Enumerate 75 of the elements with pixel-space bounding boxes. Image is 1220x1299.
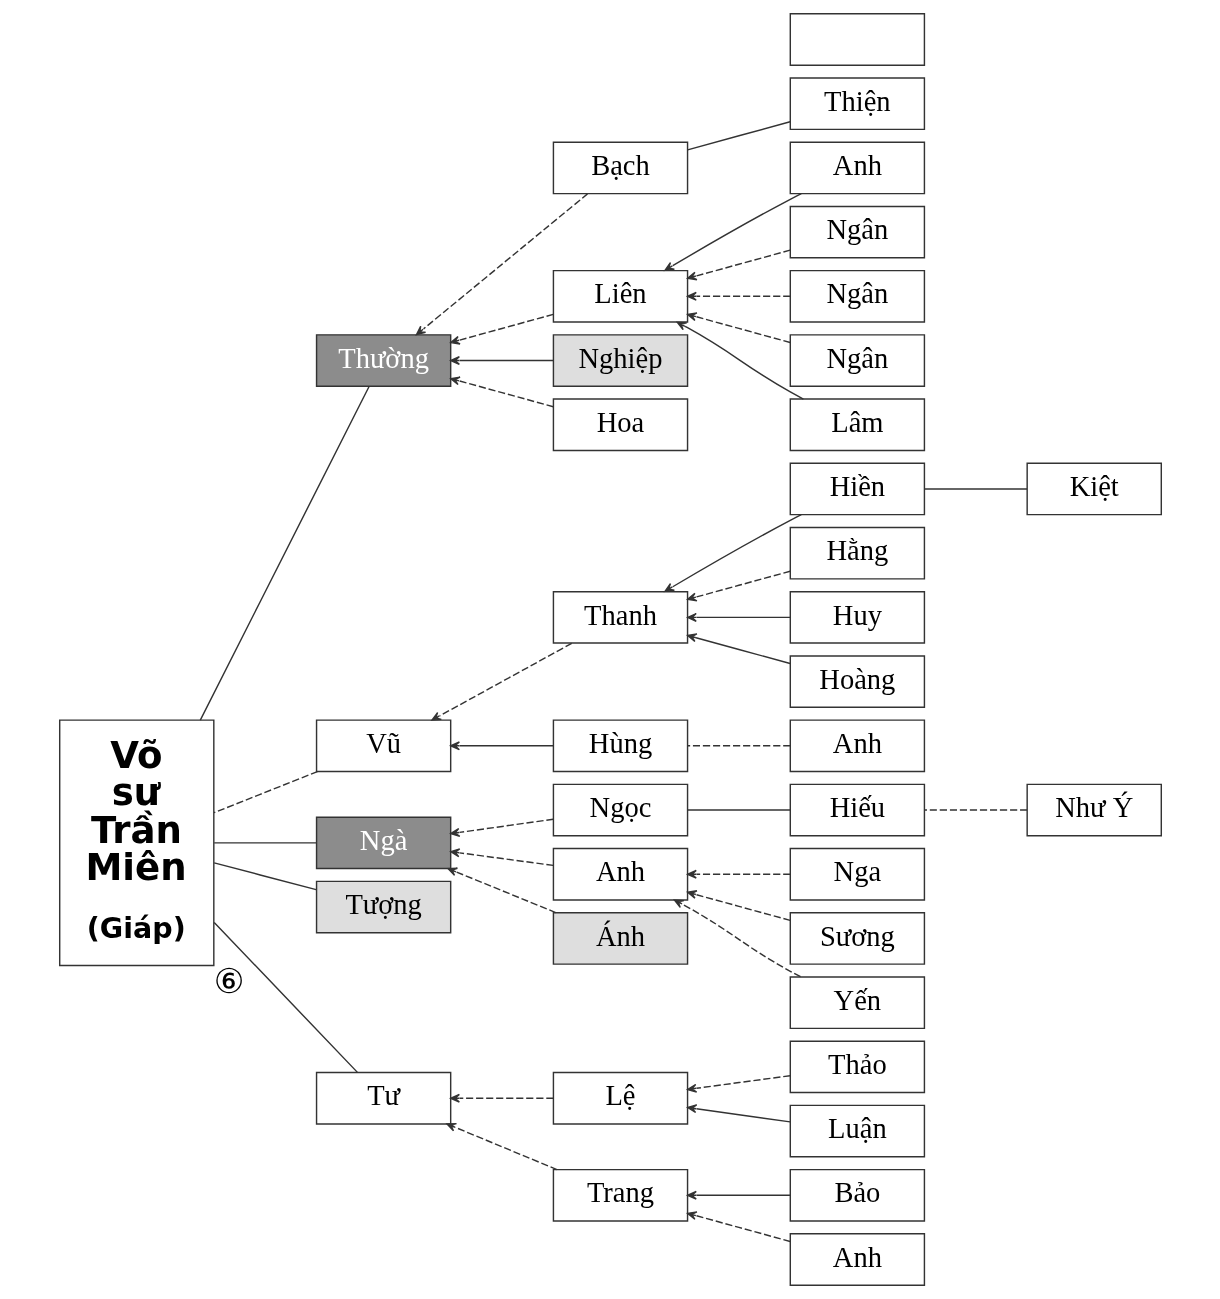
arrow bbox=[663, 192, 802, 271]
arrow bbox=[449, 1093, 554, 1103]
arrow bbox=[676, 321, 804, 400]
arrow bbox=[415, 193, 588, 336]
node-box: Vũ bbox=[315, 719, 451, 773]
node-box: Hiền bbox=[789, 462, 925, 516]
connector bbox=[199, 385, 370, 721]
arrow bbox=[686, 249, 791, 281]
arrow bbox=[686, 1104, 791, 1123]
node-box: Ánh bbox=[552, 912, 688, 965]
node-box: Lâm bbox=[789, 398, 925, 452]
arrow bbox=[449, 818, 554, 837]
node-box: Thường bbox=[315, 334, 451, 387]
node-box: Anh bbox=[789, 1233, 925, 1286]
node-label: ⑥ bbox=[213, 960, 245, 1001]
node-box: Hiếu bbox=[789, 783, 925, 837]
arrow bbox=[445, 1122, 558, 1171]
node-box: Tượng bbox=[315, 880, 451, 934]
node-box: Bạch bbox=[552, 141, 688, 195]
arrow bbox=[449, 376, 554, 408]
node-box: Thanh bbox=[552, 591, 688, 644]
arrow bbox=[686, 890, 791, 922]
node-box: Hoàng bbox=[789, 655, 925, 708]
node-box: Ngân bbox=[789, 269, 925, 323]
node-box: Anh bbox=[552, 847, 688, 901]
node-box: Lệ bbox=[552, 1071, 688, 1125]
connector bbox=[686, 745, 791, 747]
connector bbox=[213, 842, 317, 844]
arrow bbox=[686, 291, 791, 301]
arrow bbox=[686, 1211, 791, 1243]
connector bbox=[213, 921, 358, 1074]
arrow bbox=[686, 1190, 791, 1200]
node-box: Thiện bbox=[789, 77, 925, 131]
node-box: Anh bbox=[789, 719, 925, 773]
arrow bbox=[686, 869, 791, 879]
arrow bbox=[449, 313, 554, 345]
node-box: Hằng bbox=[789, 526, 925, 580]
node-box: Hoa bbox=[552, 398, 688, 452]
node-box bbox=[789, 13, 925, 66]
node-box: Ngọc bbox=[552, 783, 688, 837]
node-box: Bảo bbox=[789, 1168, 925, 1222]
node-box: Huy bbox=[789, 591, 925, 644]
node-box: Nga bbox=[789, 847, 925, 901]
node-box: Võ sư Trần Miên (Giáp) bbox=[58, 719, 215, 967]
node-box: Liên bbox=[552, 269, 688, 323]
node-box: Thảo bbox=[789, 1040, 925, 1094]
node-box: Tư bbox=[315, 1071, 451, 1125]
node-box: Ngà bbox=[315, 816, 451, 870]
arrow bbox=[430, 642, 572, 721]
node-box: Nghiệp bbox=[552, 334, 688, 387]
connector bbox=[213, 862, 317, 891]
node-box: Kiệt bbox=[1025, 462, 1162, 516]
node-box: Sương bbox=[789, 912, 925, 965]
node-box: Như Ý bbox=[1025, 783, 1162, 837]
arrow bbox=[686, 312, 791, 344]
arrow bbox=[686, 570, 791, 602]
connector bbox=[923, 809, 1028, 811]
connector bbox=[686, 121, 791, 151]
connector bbox=[686, 809, 791, 811]
node-box: Ngân bbox=[789, 205, 925, 259]
arrow bbox=[449, 741, 554, 751]
node-box: Yến bbox=[789, 976, 925, 1030]
node-box: Anh bbox=[789, 141, 925, 195]
connector bbox=[923, 488, 1028, 490]
node-box: Ngân bbox=[789, 334, 925, 387]
arrow bbox=[449, 848, 554, 867]
arrow bbox=[663, 513, 802, 593]
connector bbox=[212, 770, 318, 814]
node-box: Hùng bbox=[552, 719, 688, 773]
arrow bbox=[673, 899, 801, 978]
arrow bbox=[686, 1075, 791, 1093]
node-box: Trang bbox=[552, 1168, 688, 1222]
arrow bbox=[686, 612, 791, 622]
node-box: Luận bbox=[789, 1104, 925, 1158]
arrow bbox=[686, 633, 791, 665]
